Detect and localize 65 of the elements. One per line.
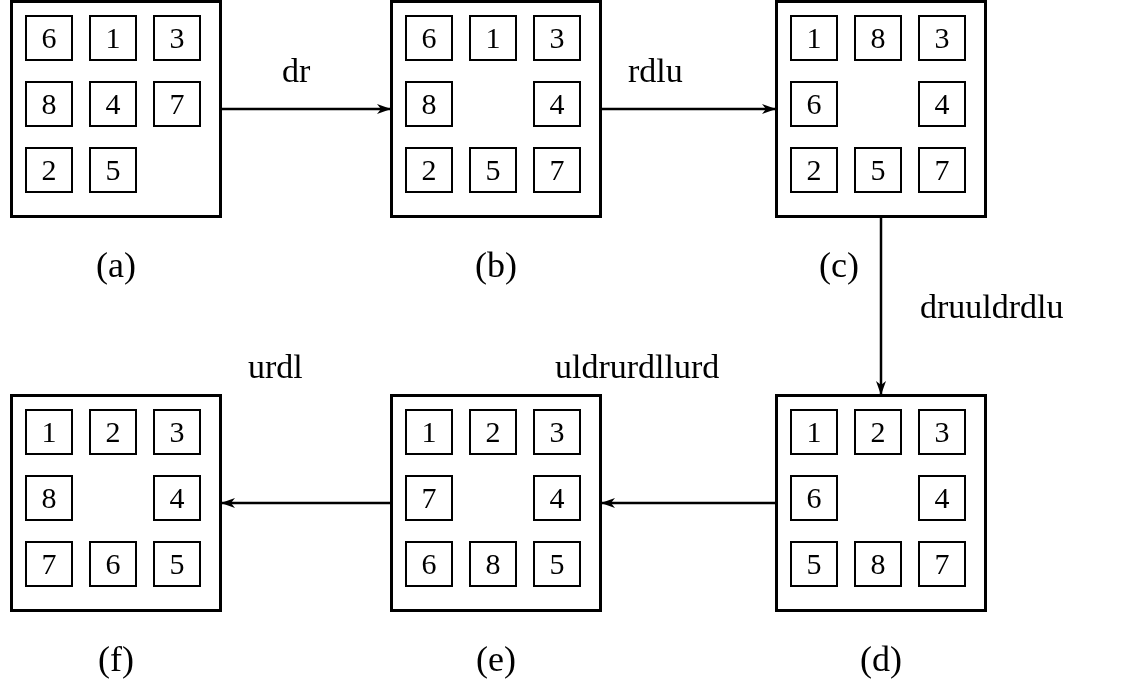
number-tile: 6 xyxy=(790,475,838,521)
number-tile: 2 xyxy=(854,409,902,455)
number-tile: 1 xyxy=(469,15,517,61)
number-tile: 2 xyxy=(405,147,453,193)
number-tile: 3 xyxy=(533,409,581,455)
arrow xyxy=(602,104,776,114)
number-tile: 7 xyxy=(25,541,73,587)
number-tile: 6 xyxy=(89,541,137,587)
number-tile: 8 xyxy=(854,541,902,587)
number-tile: 7 xyxy=(918,147,966,193)
panel-caption: (d) xyxy=(859,638,903,680)
puzzle-board xyxy=(390,394,602,612)
number-tile: 2 xyxy=(469,409,517,455)
number-tile: 5 xyxy=(790,541,838,587)
number-tile: 7 xyxy=(153,81,201,127)
number-tile: 3 xyxy=(918,409,966,455)
number-tile: 8 xyxy=(469,541,517,587)
panel-caption: (a) xyxy=(95,244,137,286)
number-tile: 2 xyxy=(89,409,137,455)
number-tile: 2 xyxy=(25,147,73,193)
number-tile: 3 xyxy=(153,409,201,455)
number-tile: 1 xyxy=(89,15,137,61)
number-tile: 1 xyxy=(405,409,453,455)
puzzle-board xyxy=(10,394,222,612)
number-tile: 1 xyxy=(790,15,838,61)
number-tile: 6 xyxy=(405,15,453,61)
number-tile: 7 xyxy=(918,541,966,587)
number-tile: 8 xyxy=(405,81,453,127)
number-tile: 2 xyxy=(790,147,838,193)
number-tile: 4 xyxy=(918,81,966,127)
number-tile: 4 xyxy=(533,81,581,127)
number-tile: 4 xyxy=(533,475,581,521)
arrow xyxy=(876,218,886,395)
number-tile: 1 xyxy=(25,409,73,455)
number-tile: 6 xyxy=(405,541,453,587)
number-tile: 4 xyxy=(918,475,966,521)
number-tile: 8 xyxy=(854,15,902,61)
panel-caption: (c) xyxy=(818,244,860,286)
number-tile: 3 xyxy=(918,15,966,61)
arrow xyxy=(601,498,775,508)
number-tile: 8 xyxy=(25,475,73,521)
number-tile: 8 xyxy=(25,81,73,127)
arrow xyxy=(222,104,391,114)
panel-caption: (e) xyxy=(475,638,517,680)
puzzle-board xyxy=(775,394,987,612)
number-tile: 4 xyxy=(153,475,201,521)
puzzle-board xyxy=(10,0,222,218)
number-tile: 6 xyxy=(25,15,73,61)
number-tile: 3 xyxy=(153,15,201,61)
number-tile: 7 xyxy=(405,475,453,521)
number-tile: 5 xyxy=(854,147,902,193)
puzzle-board xyxy=(390,0,602,218)
panel-caption: (f) xyxy=(97,638,135,680)
number-tile: 5 xyxy=(89,147,137,193)
arrow xyxy=(221,498,390,508)
number-tile: 5 xyxy=(469,147,517,193)
panel-caption: (b) xyxy=(474,244,518,286)
number-tile: 6 xyxy=(790,81,838,127)
number-tile: 1 xyxy=(790,409,838,455)
number-tile: 3 xyxy=(533,15,581,61)
number-tile: 5 xyxy=(533,541,581,587)
number-tile: 7 xyxy=(533,147,581,193)
puzzle-board xyxy=(775,0,987,218)
number-tile: 4 xyxy=(89,81,137,127)
number-tile: 5 xyxy=(153,541,201,587)
